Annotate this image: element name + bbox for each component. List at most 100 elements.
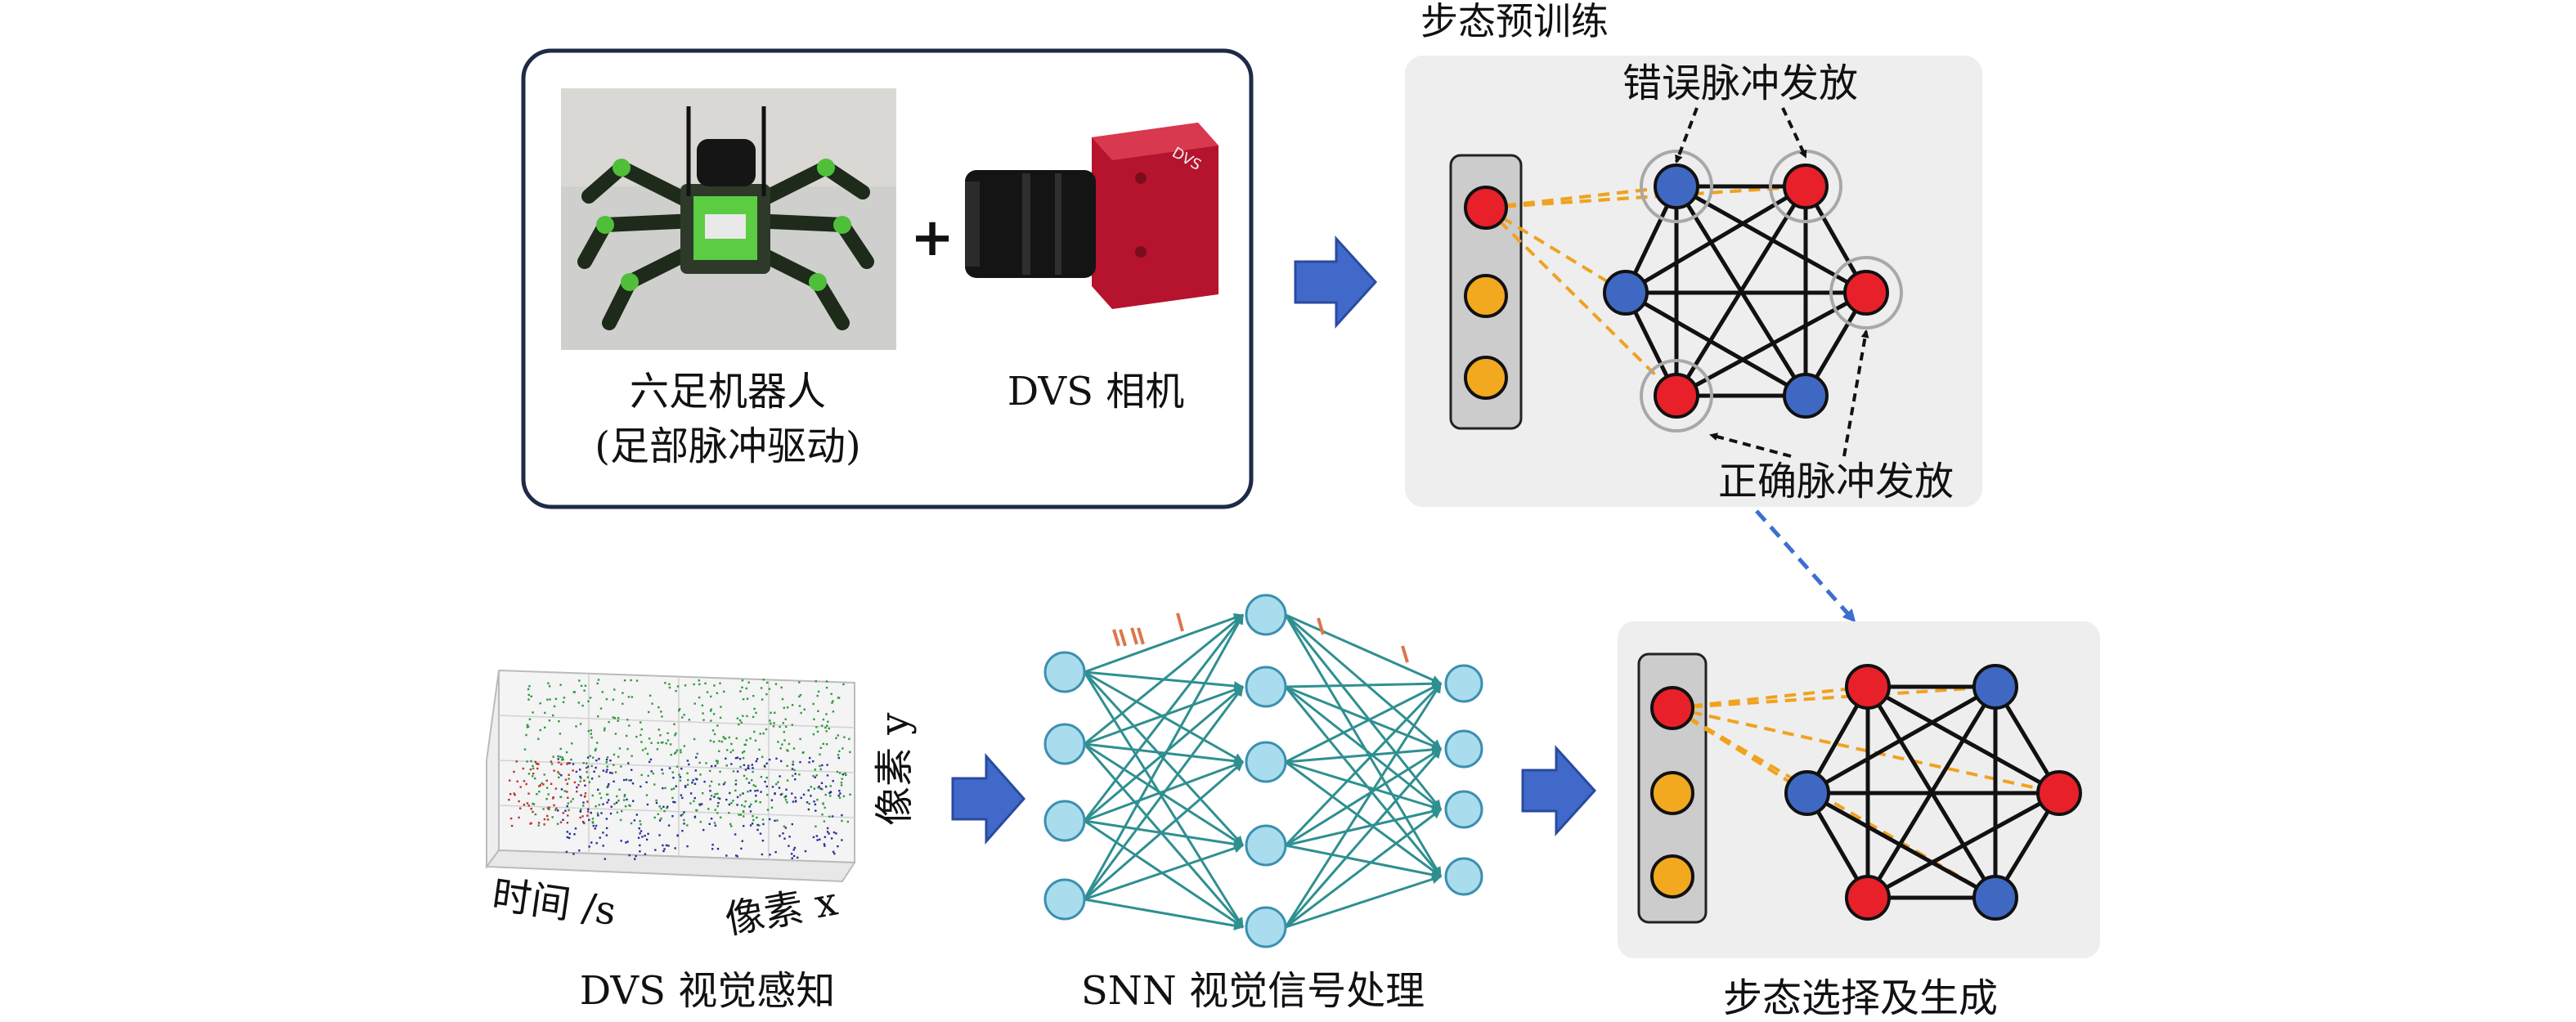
- dvs-event-point: [650, 742, 653, 744]
- dvs-event-point: [672, 787, 675, 790]
- axis-pixel-x-label: 像素 x: [721, 879, 841, 944]
- dvs-event-point: [686, 772, 689, 774]
- dvs-event-point: [779, 747, 782, 750]
- snn-input-node-1: [1043, 723, 1086, 765]
- dvs-event-point: [683, 818, 685, 822]
- dvs-event-point: [561, 756, 563, 759]
- pretrain-input-neuron-1: [1464, 274, 1508, 318]
- dvs-event-point: [689, 792, 693, 795]
- dvs-event-point: [832, 850, 835, 854]
- dvs-event-point: [716, 760, 719, 763]
- dvs-event-point: [583, 822, 586, 825]
- dvs-event-point: [687, 778, 689, 782]
- dvs-event-point: [711, 729, 715, 732]
- dvs-event-point: [545, 779, 548, 782]
- dvs-event-point: [756, 828, 759, 831]
- dvs-event-point: [730, 825, 733, 827]
- flow-arrow-1: [1294, 235, 1378, 329]
- dvs-event-point: [824, 785, 828, 788]
- dvs-event-point: [602, 803, 604, 805]
- dvs-event-point: [678, 708, 681, 710]
- dvs-event-point: [680, 814, 682, 817]
- dvs-event-point: [738, 814, 740, 816]
- dvs-event-point: [709, 769, 711, 773]
- dvs-event-point: [841, 814, 843, 817]
- dvs-event-point: [584, 792, 587, 795]
- dvs-event-point: [562, 812, 564, 814]
- dvs-event-point: [574, 827, 577, 830]
- dvs-event-point: [652, 772, 654, 775]
- dvs-event-point: [813, 787, 816, 790]
- dvs-event-point: [667, 824, 671, 827]
- dvs-event-point: [780, 686, 783, 689]
- dvs-event-point: [623, 794, 626, 796]
- dvs-event-point: [658, 834, 661, 836]
- dvs-event-point: [576, 786, 578, 789]
- dvs-event-point: [593, 770, 595, 773]
- dvs-event-point: [775, 782, 778, 786]
- dvs-event-point: [544, 711, 546, 715]
- dvs-event-point: [686, 783, 689, 786]
- dvs-event-point: [718, 783, 720, 786]
- dvs-event-point: [759, 832, 762, 835]
- dvs-event-point: [518, 800, 520, 803]
- dvs-event-point: [710, 708, 712, 710]
- dvs-event-point: [802, 793, 806, 796]
- dvs-event-point: [723, 690, 725, 693]
- dvs-event-point: [765, 777, 768, 779]
- dvs-event-point: [799, 693, 802, 697]
- dvs-event-point: [564, 809, 567, 812]
- dvs-event-point: [648, 760, 651, 764]
- dvs-event-point: [743, 743, 746, 746]
- dvs-event-point: [583, 689, 586, 692]
- dvs-event-point: [710, 795, 713, 797]
- axis-pixel-y-label: 像素 y: [872, 713, 918, 826]
- dvs-event-point: [819, 768, 822, 771]
- dvs-event-point: [713, 796, 716, 798]
- dvs-event-point: [568, 836, 571, 840]
- dvs-event-point: [698, 804, 702, 806]
- dvs-event-point: [605, 758, 608, 761]
- dvs-event-point: [631, 769, 633, 771]
- dvs-event-point: [587, 729, 590, 733]
- dvs-event-point: [605, 834, 608, 836]
- dvs-event-point: [751, 779, 753, 782]
- dvs-event-point: [587, 700, 590, 702]
- dvs-event-point: [730, 763, 733, 765]
- dvs-event-point: [596, 812, 599, 814]
- dvs-event-point: [699, 821, 702, 823]
- dvs-event-point: [747, 681, 750, 684]
- dvs-event-point: [762, 732, 765, 735]
- dvs-event-point: [832, 700, 834, 702]
- snn-edge-l2-16: [1284, 683, 1443, 928]
- dvs-event-point: [572, 769, 574, 772]
- dvs-event-point: [754, 739, 757, 742]
- dvs-event-point: [558, 761, 560, 764]
- dvs-event-point: [657, 813, 659, 815]
- dvs-event-point: [703, 780, 706, 783]
- dvs-event-point: [716, 848, 720, 850]
- dvs-event-point: [783, 837, 786, 840]
- dvs-event-point: [816, 730, 819, 733]
- dvs-event-point: [713, 733, 716, 736]
- dvs-event-point: [774, 851, 777, 854]
- dvs-event-point: [557, 755, 559, 758]
- dvs-event-point: [717, 796, 720, 800]
- dvs-event-point: [728, 812, 730, 814]
- dvs-event-point: [577, 702, 580, 704]
- dvs-event-point: [794, 796, 797, 799]
- dvs-event-point: [791, 857, 793, 859]
- dvs-event-point: [588, 818, 590, 822]
- dvs-event-point: [640, 741, 643, 743]
- snn-edge-l2-15: [1285, 844, 1442, 880]
- dvs-event-point: [801, 751, 804, 754]
- dvs-event-point: [661, 769, 663, 771]
- dvs-event-point: [734, 783, 738, 786]
- dvs-event-point: [747, 791, 749, 793]
- dvs-event-point: [752, 695, 755, 697]
- dvs-event-point: [689, 802, 692, 805]
- dvs-event-point: [536, 763, 540, 765]
- dvs-event-point: [807, 808, 810, 811]
- pretrain-input-neuron-0: [1464, 186, 1508, 230]
- snn-edge-l1-17: [1084, 760, 1244, 901]
